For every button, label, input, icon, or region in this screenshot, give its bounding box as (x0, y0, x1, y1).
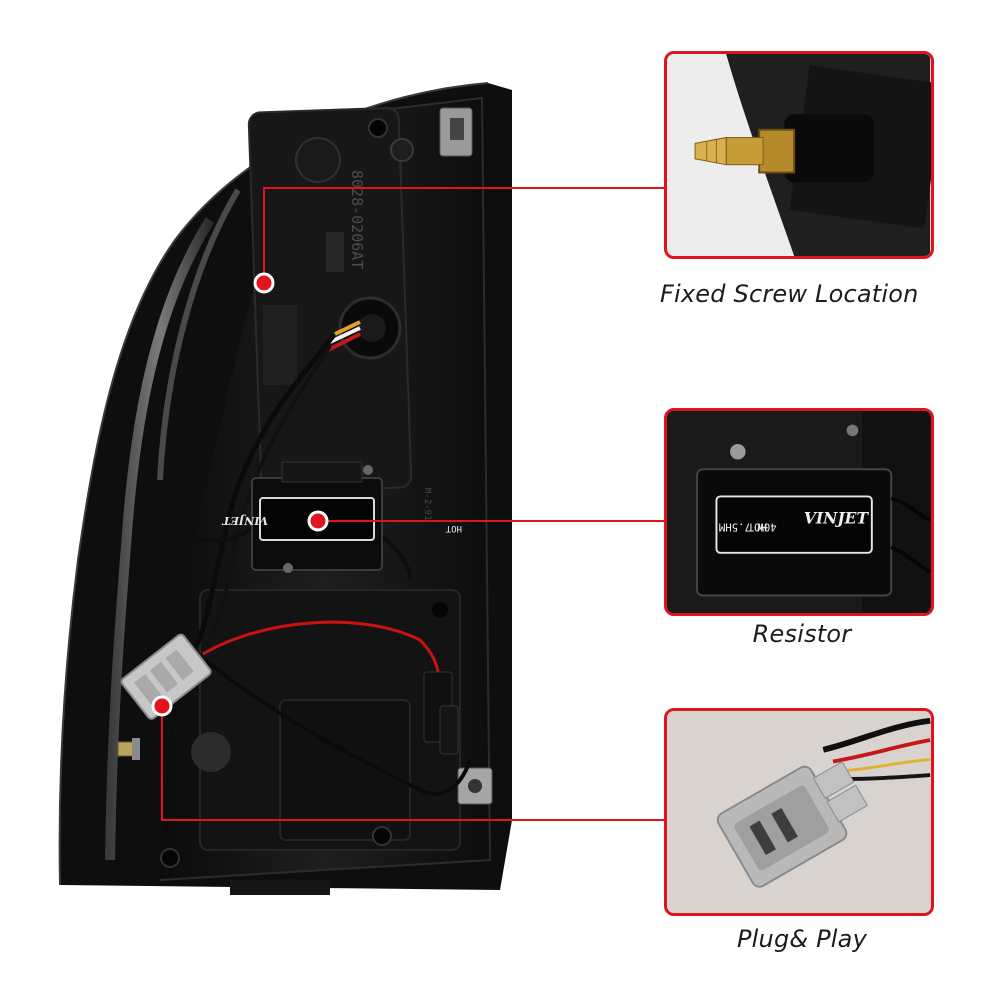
resistor-rating-line2: HOT (747, 521, 767, 534)
screw-closeup-inset (664, 51, 934, 259)
caption-fixed-screw-location: Fixed Screw Location (660, 280, 919, 308)
resistor-rating-line1: 40W 7.5HM (719, 521, 777, 534)
housing-plug-connector (120, 633, 459, 755)
resistor-closeup-inset: VINJET 40W 7.5HM HOT (664, 408, 934, 616)
housing-resistor-rating: HOT (445, 523, 462, 533)
caption-resistor: Resistor (752, 620, 852, 648)
housing-stamp-text: M-2-91 (422, 488, 432, 521)
plug-closeup-inset (664, 708, 934, 916)
resistor-icon: VINJET 40W 7.5HM HOT (667, 411, 931, 613)
callout-markers (151, 272, 329, 717)
caption-plug-and-play: Plug& Play (737, 925, 867, 953)
screw-icon (667, 54, 931, 256)
callout-lines (161, 187, 664, 821)
plug-connector-icon (667, 711, 931, 913)
plug-marker-dot (151, 695, 173, 717)
resistor-brand-text: VINJET (804, 509, 870, 528)
screw-marker-dot (253, 272, 275, 294)
housing-resistor-brand: VINJET (222, 514, 268, 527)
housing-embossed-text: 8028-0206AT M-2-91 (263, 170, 432, 521)
housing-code-text: 8028-0206AT (348, 170, 366, 269)
wire-grommet (327, 296, 402, 360)
resistor-marker-dot (307, 510, 329, 532)
